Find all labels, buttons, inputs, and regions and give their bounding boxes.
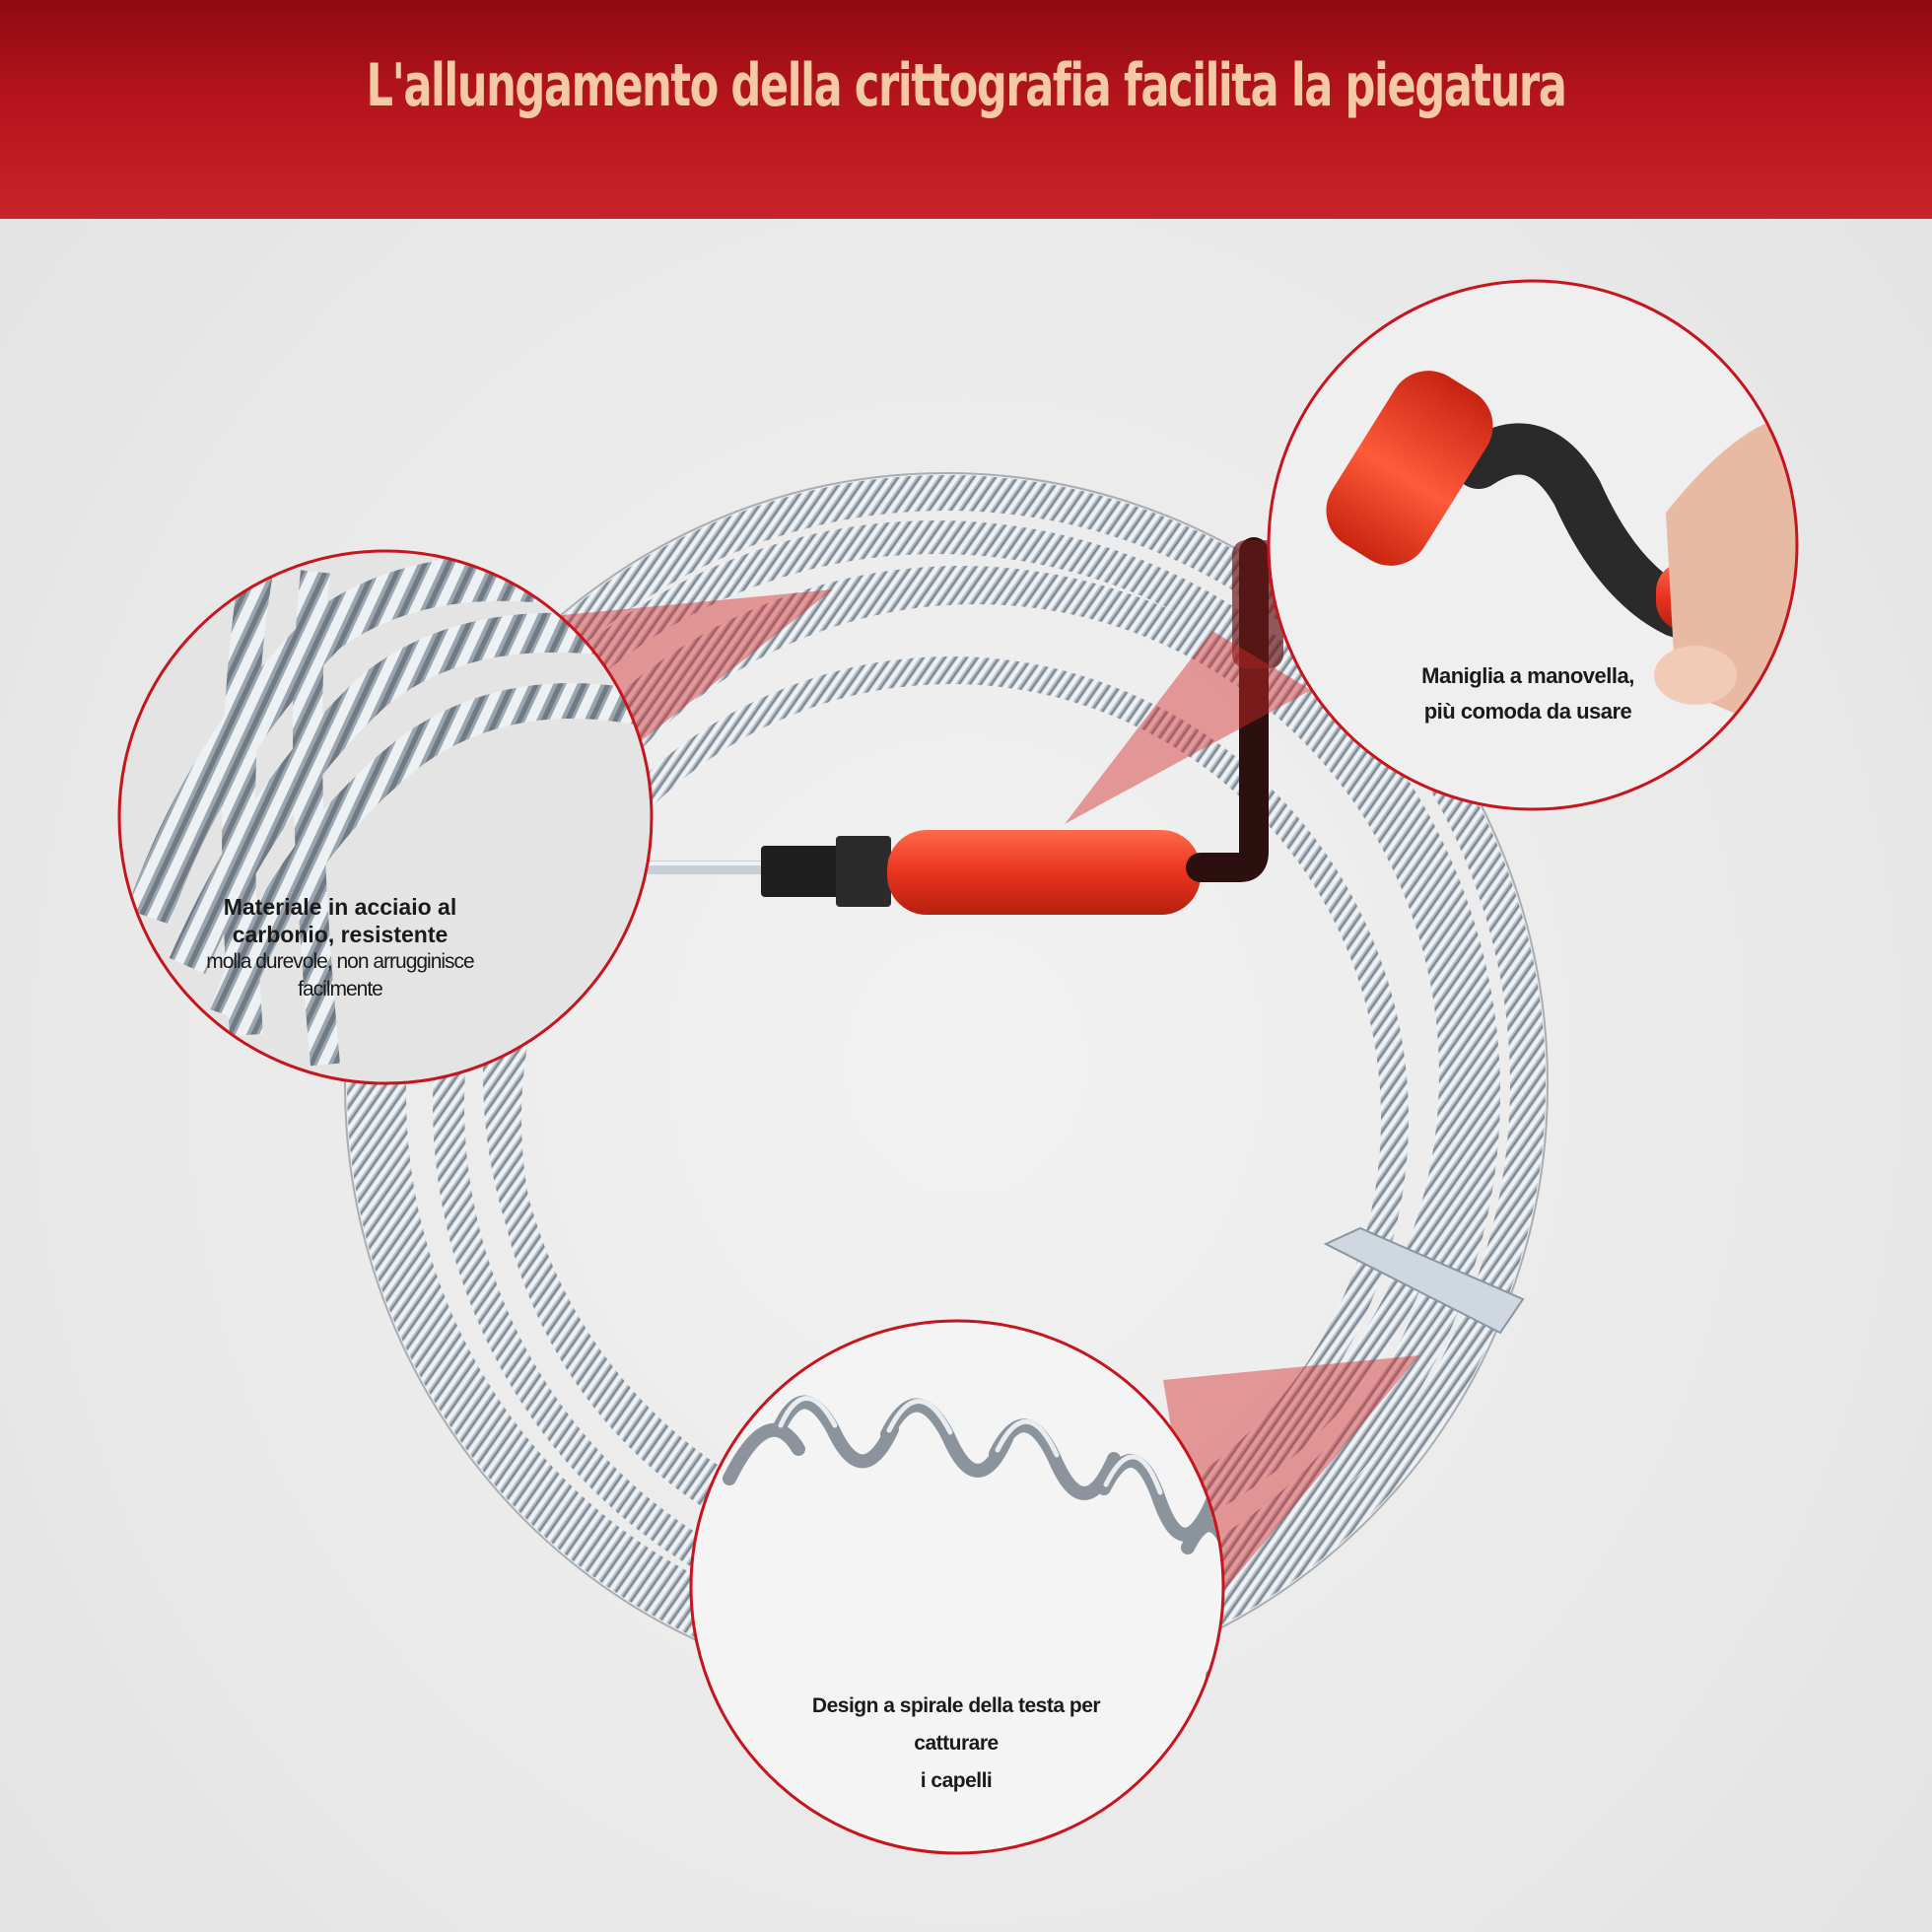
head-caption-line2: i capelli <box>920 1769 993 1792</box>
callout-circle-handle <box>1267 279 1799 811</box>
material-caption-line2: molla durevole, non arrugginisce facilme… <box>206 950 475 1000</box>
head-caption-line1: Design a spirale della testa per cattura… <box>811 1694 1101 1755</box>
handle-caption-line1: Maniglia a manovella, <box>1421 663 1634 688</box>
banner-title: L'allungamento della crittografia facili… <box>366 51 1566 120</box>
callout-circle-head <box>689 1319 1225 1855</box>
header-banner: L'allungamento della crittografia facili… <box>0 0 1932 219</box>
material-caption: Materiale in acciaio al carbonio, resist… <box>172 893 508 1003</box>
handle-caption-line2: più comoda da usare <box>1423 699 1632 724</box>
callout-circle-material <box>117 549 654 1085</box>
head-caption: Design a spirale della testa per cattura… <box>808 1688 1104 1800</box>
cable-clip <box>1323 1226 1525 1335</box>
handle-caption: Maniglia a manovella, più comoda da usar… <box>1410 658 1646 729</box>
material-caption-line1: Materiale in acciaio al carbonio, resist… <box>223 894 457 947</box>
